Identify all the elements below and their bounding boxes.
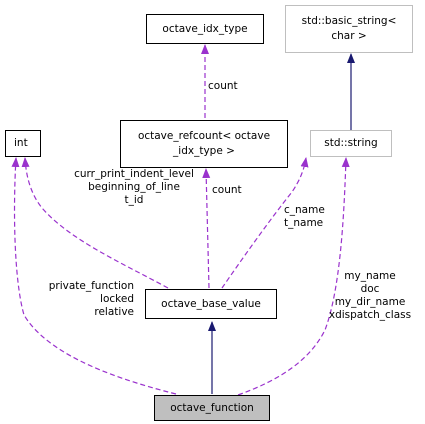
node-octave-function[interactable]: octave_function bbox=[154, 395, 270, 421]
edge-label-idx-count: count bbox=[208, 80, 238, 92]
node-std-basic-string-label-line2: char > bbox=[331, 30, 367, 42]
node-octave-idx-type[interactable]: octave_idx_type bbox=[146, 14, 264, 44]
node-octave-function-label: octave_function bbox=[170, 401, 254, 414]
edge-label-int-to-base: curr_print_indent_level beginning_of_lin… bbox=[74, 168, 194, 206]
node-octave-base-value-label: octave_base_value bbox=[161, 297, 261, 310]
node-std-string[interactable]: std::string bbox=[310, 130, 392, 157]
node-octave-refcount-label-line2: _idx_type > bbox=[173, 145, 235, 157]
edge-label-string-to-function: my_name doc my_dir_name xdispatch_class bbox=[328, 270, 412, 321]
node-std-string-label: std::string bbox=[324, 137, 378, 149]
node-octave-base-value[interactable]: octave_base_value bbox=[145, 289, 277, 319]
node-int-label: int bbox=[14, 137, 28, 149]
node-octave-refcount[interactable]: octave_refcount< octave _idx_type > bbox=[120, 120, 288, 168]
edge-string-to-function bbox=[237, 157, 350, 396]
edge-string-to-base bbox=[221, 157, 309, 289]
node-octave-idx-type-label: octave_idx_type bbox=[162, 22, 248, 35]
node-octave-refcount-label-line1: octave_refcount< octave bbox=[137, 130, 271, 142]
node-int[interactable]: int bbox=[5, 130, 41, 157]
edge-label-refcount-count: count bbox=[212, 184, 242, 196]
node-std-basic-string[interactable]: std::basic_string< char > bbox=[285, 5, 413, 53]
edge-int-to-function bbox=[11, 157, 177, 395]
edge-label-string-to-base: c_name t_name bbox=[284, 204, 325, 229]
edge-refcount-to-base bbox=[202, 168, 211, 289]
edge-label-int-to-function: private_function locked relative bbox=[48, 280, 134, 318]
node-std-basic-string-label-line1: std::basic_string< bbox=[301, 15, 397, 27]
